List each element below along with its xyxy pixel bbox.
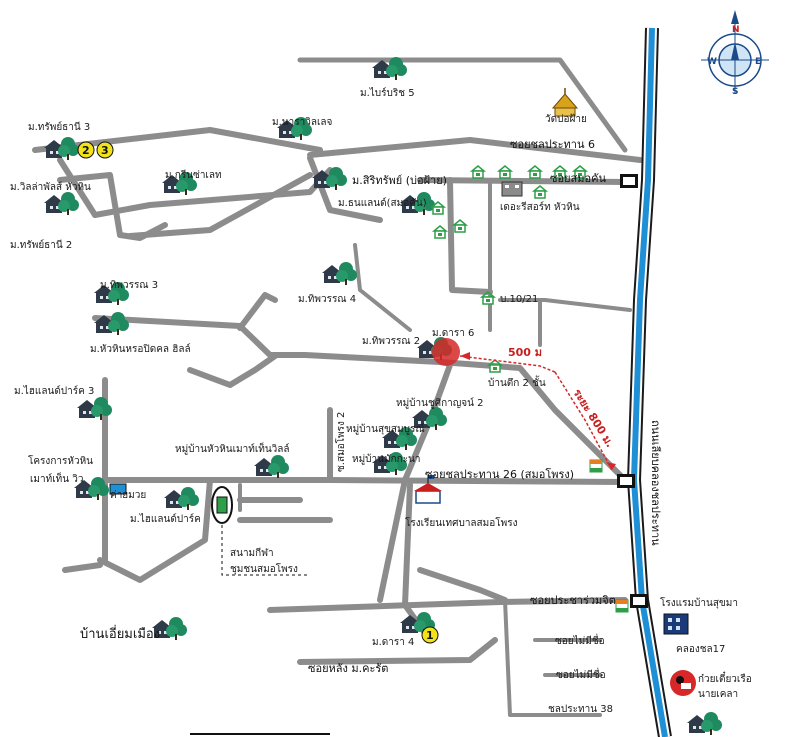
label-thippawan2: ม.ทิพวรรณ 2 — [362, 336, 420, 347]
target-location-circle — [432, 338, 460, 366]
svg-text:1: 1 — [426, 629, 434, 642]
hotel-icon — [663, 613, 689, 635]
label-noodle1: ก๋วยเตี๋ยวเรือ — [698, 671, 752, 685]
irrigation-canal — [626, 27, 672, 737]
label-hotel: โรงแรมบ้านสุขมา — [660, 596, 738, 609]
label-mai-bridge: ม.ไบร์บริช 5 — [360, 87, 415, 99]
noodle-shop-icon — [670, 670, 696, 696]
label-soi-somo: ซอยสมอคัน — [550, 172, 606, 185]
label-narawila: ม.นาราวิลเลจ — [272, 117, 332, 128]
label-sap-thani2: ม.ทรัพย์ธานี 2 — [10, 239, 72, 251]
label-soi-lang: ซอยหลัง ม.คะรัต — [308, 662, 388, 675]
label-distance: 500 ม — [508, 346, 542, 359]
svg-text:2: 2 — [82, 144, 90, 157]
label-sirisap: ม.สิริทรัพย์ (บ่อฝ้าย) — [352, 174, 447, 187]
label-soi-somophong2: ซ.สมอโพรง 2 — [334, 412, 347, 472]
stadium-leader — [221, 525, 310, 576]
label-ban-liam: บ้านเอี่ยมเมือง — [80, 625, 160, 642]
label-b-10-21: บ.10/21 — [500, 294, 538, 305]
label-maimisue2: ซอยไม่มีชื่อ — [556, 667, 606, 681]
label-huahin-hrop: ม.หัวหินหรอปิดคล ฮิลล์ — [90, 343, 191, 355]
small-house-icons — [431, 165, 587, 373]
canal-road-label: ถนนเลียบคลองชลประทาน — [649, 420, 662, 546]
label-route: ระยะ 800 ม. — [570, 387, 616, 450]
compass-n: N — [732, 25, 740, 35]
label-chon38: ชลประทาน 38 — [548, 704, 613, 715]
marker-1: 1 — [421, 626, 439, 644]
svg-text:3: 3 — [101, 144, 109, 157]
label-soi-chon26: ซอยชลประทาน 26 (สมอโพรง) — [425, 467, 574, 481]
label-wat-bo-fai: วัดบ่อฝ้าย — [545, 113, 587, 125]
label-thippawan4: ม.ทิพวรรณ 4 — [298, 294, 356, 305]
label-stadium2: ชุมชนสมอโพรง — [230, 562, 298, 575]
label-noodle2: นายเคลา — [698, 689, 738, 700]
label-school: โรงเรียนเทศบาลสมอโพรง — [405, 516, 518, 529]
label-huahin-mount: หมู่บ้านหัวหินเมาท์เท็นวิลล์ — [175, 441, 290, 455]
label-stadium1: สนามกีฬา — [230, 547, 274, 559]
marker-2: 2 — [77, 141, 95, 159]
bridge-markers — [617, 174, 648, 608]
label-highland3: ม.ไฮแลนด์ปาร์ค 3 — [14, 385, 94, 397]
label-dara6: ม.ดารา 6 — [432, 328, 474, 339]
label-ban-chu: หมู่บ้านชูศิกาญจน์ 2 — [396, 397, 484, 409]
route-path-2 — [554, 371, 613, 471]
label-ban-mak: หมู่บ้านมักกะนา — [352, 453, 421, 465]
compass-rose: N E W S — [701, 10, 769, 97]
temple-icon — [551, 88, 579, 117]
label-ban-sukha: หมู่บ้านสุขสมบูรณ์ — [346, 423, 425, 435]
label-soi-prasarn: ซอยประชาร่วมจิต — [530, 594, 616, 607]
label-green-lake: ม.กรีนซ่าเลท — [165, 169, 222, 181]
school-icon — [414, 475, 442, 504]
label-sap-thani3: ม.ทรัพย์ธานี 3 — [28, 121, 90, 133]
label-soi-chonprathan6: ซอยชลประทาน 6 — [510, 138, 595, 151]
compass-e: E — [755, 57, 761, 67]
label-maimisue1: ซอยไม่มีชื่อ — [555, 633, 605, 647]
route-arrow-head — [460, 352, 470, 360]
label-kai-muai: ค่ายมวย — [110, 490, 146, 501]
convenience-store-icon-2 — [615, 599, 629, 613]
boxing-camp-icon — [109, 483, 127, 495]
label-mountain-view: เมาท์เท็น วิว — [30, 471, 83, 485]
compass-s: S — [732, 87, 738, 97]
label-ban-tuk: บ้านตึก 2 ชั้น — [488, 375, 546, 389]
label-ordinand: ม.ธนแลนด์(สมอคัน) — [338, 197, 427, 209]
route-path — [459, 355, 556, 373]
convenience-store-icon — [589, 459, 603, 473]
route-arrow-head-2 — [606, 462, 616, 470]
label-dara4: ม.ดารา 4 — [372, 637, 414, 648]
label-proj-huahin: โครงการหัวหิน — [28, 454, 93, 467]
label-canal17: คลองชล17 — [676, 644, 725, 655]
resort-building-icon — [501, 181, 523, 197]
marker-3: 3 — [96, 141, 114, 159]
label-resort: เดอะรีสอร์ท หัวหิน — [500, 201, 580, 213]
label-wila-hh: ม.วิลล่าพัลส์ หัวหิน — [10, 181, 91, 193]
road-network — [32, 57, 643, 717]
label-thippawan3: ม.ทิพวรรณ 3 — [100, 280, 158, 291]
compass-w: W — [707, 57, 717, 67]
stadium-icon — [211, 486, 233, 524]
label-highland: ม.ไฮแลนด์ปาร์ค — [130, 513, 201, 525]
